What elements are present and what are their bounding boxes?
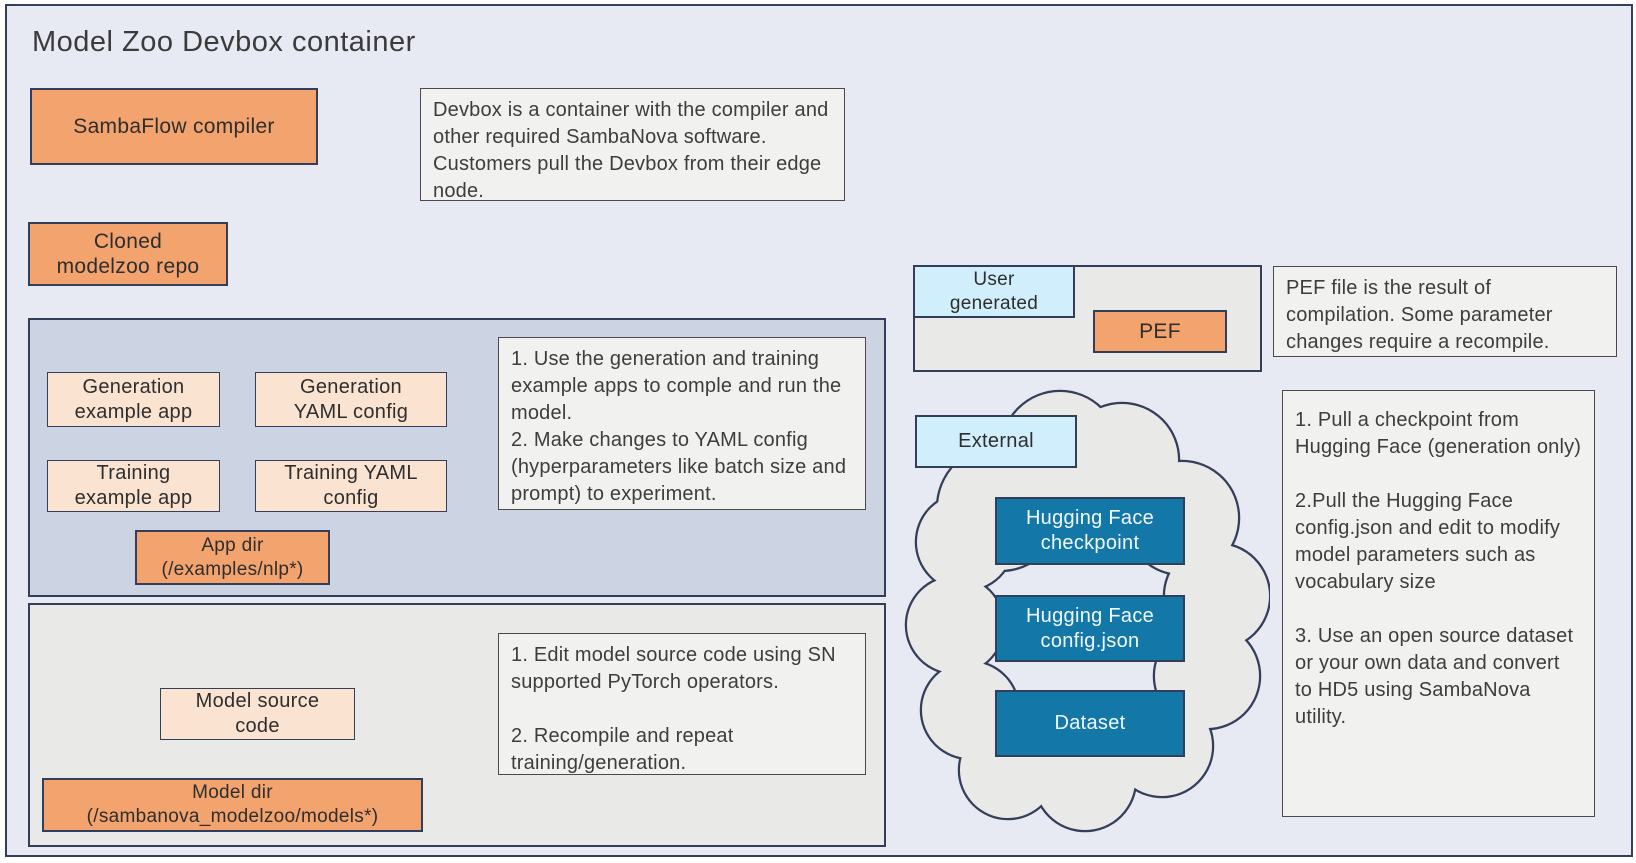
hugging-face-config-json-box: Hugging Face config.json (995, 595, 1185, 662)
hugging-face-checkpoint-box: Hugging Face checkpoint (995, 497, 1185, 565)
diagram-title: Model Zoo Devbox container (32, 26, 416, 58)
training-yaml-config-box: Training YAML config (255, 460, 447, 512)
user-generated-box: User generated (913, 265, 1075, 318)
model-source-code-box: Model source code (160, 688, 355, 740)
app-dir-box: App dir (/examples/nlp*) (135, 530, 330, 585)
pef-box: PEF (1093, 310, 1227, 353)
generation-example-app-box: Generation example app (47, 372, 220, 427)
generation-yaml-config-box: Generation YAML config (255, 372, 447, 427)
training-example-app-box: Training example app (47, 460, 220, 512)
cloned-modelzoo-repo-box: Cloned modelzoo repo (28, 222, 228, 286)
external-box: External (915, 415, 1077, 468)
devbox-note: Devbox is a container with the compiler … (420, 88, 845, 202)
pef-note: PEF file is the result of compilation. S… (1273, 266, 1617, 357)
apps-note: 1. Use the generation and training examp… (498, 337, 866, 510)
dataset-box: Dataset (995, 690, 1185, 757)
model-dir-box: Model dir (/sambanova_modelzoo/models*) (42, 778, 423, 832)
sambaflow-compiler-box: SambaFlow compiler (30, 88, 318, 165)
external-note: 1. Pull a checkpoint from Hugging Face (… (1282, 390, 1595, 817)
model-note: 1. Edit model source code using SN suppo… (498, 633, 866, 775)
